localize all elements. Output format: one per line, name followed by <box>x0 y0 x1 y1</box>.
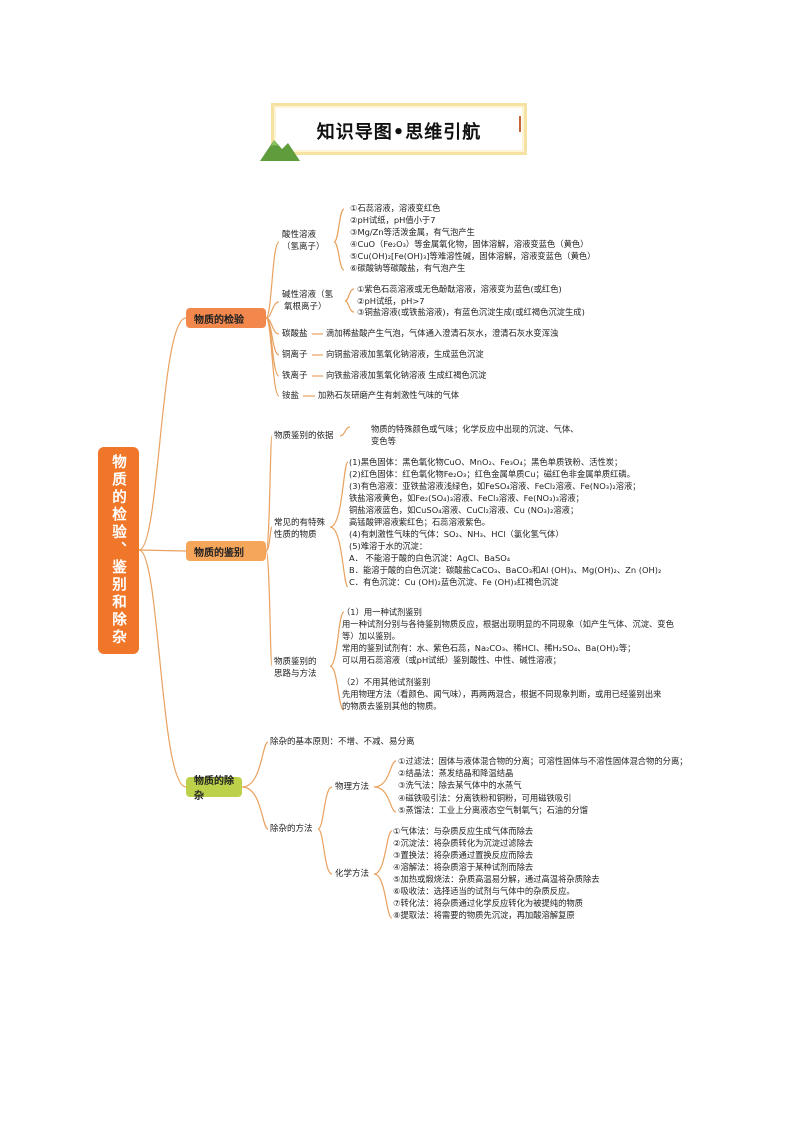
title-banner <box>271 103 527 155</box>
copper-label: 铜离子 <box>282 350 308 360</box>
base-label-1: 碱性溶液（氢 <box>282 290 334 300</box>
physical-item: ①过滤法：固体与液体混合物的分离；可溶性固体与不溶性固体混合物的分离； <box>398 756 688 766</box>
node-jianyan: 物质的检验 <box>186 308 266 328</box>
root-node: 物质的检验、鉴别和除杂 <box>98 447 139 654</box>
node-jianbie: 物质的鉴别 <box>186 541 266 561</box>
common-line: 高锰酸钾溶液紫红色；石蕊溶液紫色。 <box>349 517 491 527</box>
chemical-item: ②沉淀法：将杂质转化为沉淀过滤除去 <box>393 838 534 848</box>
physical-item: ⑤蒸馏法：工业上分离液态空气制氧气；石油的分馏 <box>398 805 588 815</box>
acid-item: ⑥碳酸钠等碳酸盐，有气泡产生 <box>350 263 466 273</box>
method-label-2: 思路与方法 <box>274 669 317 679</box>
acid-item: ②pH试纸，pH值小于7 <box>350 215 436 225</box>
physical-item: ④磁铁吸引法：分离铁粉和铜粉，可用磁铁吸引 <box>398 793 572 803</box>
common-line: (5)难溶于水的沉淀： <box>349 541 428 551</box>
chemical-item: ④溶解法：将杂质溶于某种试剂而除去 <box>393 862 534 872</box>
chemical-item: ⑤加热或煅烧法：杂质高温易分解，通过高温将杂质除去 <box>393 874 600 884</box>
method-line: 的物质去鉴别其他的物质。 <box>342 701 442 711</box>
carbonate-text: 滴加稀盐酸产生气泡，气体通入澄清石灰水，澄清石灰水变浑浊 <box>326 328 559 338</box>
common-line: 铁盐溶液黄色，如Fe₂(SO₄)₃溶液、FeCl₃溶液、Fe(NO₃)₃溶液； <box>349 493 584 503</box>
base-item: ③铜盐溶液(或铁盐溶液)，有蓝色沉淀生成(或红褐色沉淀生成) <box>357 307 585 317</box>
chemical-item: ①气体法：与杂质反应生成气体而除去 <box>393 826 534 836</box>
chemical-item: ⑦转化法：将杂质通过化学反应转化为被提纯的物质 <box>393 898 583 908</box>
method-line: 可以用石蕊溶液（或pH试纸）鉴别酸性、中性、碱性溶液； <box>342 655 561 665</box>
method-line: 常用的鉴别试剂有：水、紫色石蕊，Na₂CO₃、稀HCl、稀H₂SO₄、Ba(OH… <box>342 643 636 653</box>
acid-label-1: 酸性溶液 <box>282 230 317 240</box>
basis-label: 物质鉴别的依据 <box>274 431 334 441</box>
method-line: 等）加以鉴别。 <box>342 631 401 641</box>
method-line: （2）不用其他试剂鉴别 <box>342 677 431 687</box>
ammonium-label: 铵盐 <box>282 391 300 401</box>
physical-item: ②结晶法：蒸发结晶和降温结晶 <box>398 768 514 778</box>
physical-label: 物理方法 <box>335 782 370 792</box>
acid-label-2: （氢离子） <box>282 242 325 252</box>
carbonate-label: 碳酸盐 <box>282 329 308 339</box>
acid-item: ④CuO（Fe₂O₃）等金属氧化物，固体溶解，溶液变蓝色（黄色） <box>350 239 589 249</box>
common-line: (4)有刺激性气味的气体：SO₂、NH₃、HCl（氯化氢气体） <box>349 529 564 539</box>
page-title: 知识导图•思维引航 <box>316 122 482 143</box>
base-item: ②pH试纸，pH>7 <box>357 296 425 306</box>
chemical-item: ⑧提取法：将需要的物质先沉淀，再加酸溶解复原 <box>393 910 575 920</box>
banner-accent <box>519 116 521 132</box>
base-item: ①紫色石蕊溶液或无色酚酞溶液，溶液变为蓝色(或红色) <box>357 284 562 294</box>
common-line: (3)有色溶液：亚铁盐溶液浅绿色，如FeSO₄溶液、FeCl₂溶液、Fe(NO₃… <box>349 481 641 491</box>
iron-label: 铁离子 <box>282 371 308 381</box>
method-line: 用一种试剂分别与各待鉴别物质反应，根据出现明显的不同现象（如产生气体、沉淀、变色 <box>342 619 674 629</box>
basis-line: 变色等 <box>371 436 396 446</box>
node-chuza: 物质的除杂 <box>186 776 242 802</box>
chemical-item: ③置换法：将杂质通过置换反应而除去 <box>393 850 534 860</box>
chemical-item: ⑥吸收法：选择适当的试剂与气体中的杂质反应。 <box>393 886 575 896</box>
common-line: (1)黑色固体：黑色氧化物CuO、MnO₂、Fe₃O₄；黑色单质铁粉、活性炭； <box>349 457 623 467</box>
acid-item: ①石蕊溶液，溶液变红色 <box>350 203 441 213</box>
iron-text: 向铁盐溶液加氢氧化钠溶液 生成红褐色沉淀 <box>326 370 487 380</box>
common-line: B．能溶于酸的白色沉淀：碳酸盐CaCO₃、BaCO₃和Al (OH)₃、Mg(O… <box>349 565 662 575</box>
copper-text: 向铜盐溶液加氢氧化钠溶液，生成蓝色沉淀 <box>326 349 484 359</box>
method-label-1: 物质鉴别的 <box>274 657 317 667</box>
method-line: （1）用一种试剂鉴别 <box>342 607 422 617</box>
method-line: 先用物理方法（看颜色、闻气味），再两两混合，根据不同现象判断，或用已经鉴别出来 <box>342 689 662 699</box>
common-label-2: 性质的物质 <box>274 530 317 540</box>
common-line: (2)红色固体：红色氧化物Fe₂O₃；红色金属单质Cu；磁红色非金属单质红磷。 <box>349 469 636 479</box>
common-line: A． 不能溶于酸的白色沉淀：AgCl、BaSO₄ <box>349 553 511 563</box>
base-label-2: 氧根离子） <box>284 302 327 312</box>
methods-label: 除杂的方法 <box>270 824 313 834</box>
common-line: 铜盐溶液蓝色，如CuSO₄溶液、CuCl₂溶液、Cu (NO₃)₂溶液； <box>349 505 579 515</box>
common-line: C．有色沉淀：Cu (OH)₂蓝色沉淀、Fe (OH)₃红褐色沉淀 <box>349 577 559 587</box>
ammonium-text: 加熟石灰研磨产生有刺激性气味的气体 <box>318 390 460 400</box>
acid-item: ③Mg/Zn等活泼金属，有气泡产生 <box>350 227 475 237</box>
basis-line: 物质的特殊颜色或气味；化学反应中出现的沉淀、气体、 <box>371 424 579 434</box>
chemical-label: 化学方法 <box>335 869 370 879</box>
physical-item: ③洗气法：除去某气体中的水蒸气 <box>398 780 522 790</box>
acid-item: ⑤Cu(OH)₂[Fe(OH)₃]等难溶性碱，固体溶解，溶液变蓝色（黄色） <box>350 251 596 261</box>
principle-text: 除杂的基本原则：不增、不减、易分离 <box>270 737 415 747</box>
mountain-icon <box>260 140 300 161</box>
common-label-1: 常见的有特殊 <box>274 518 326 528</box>
